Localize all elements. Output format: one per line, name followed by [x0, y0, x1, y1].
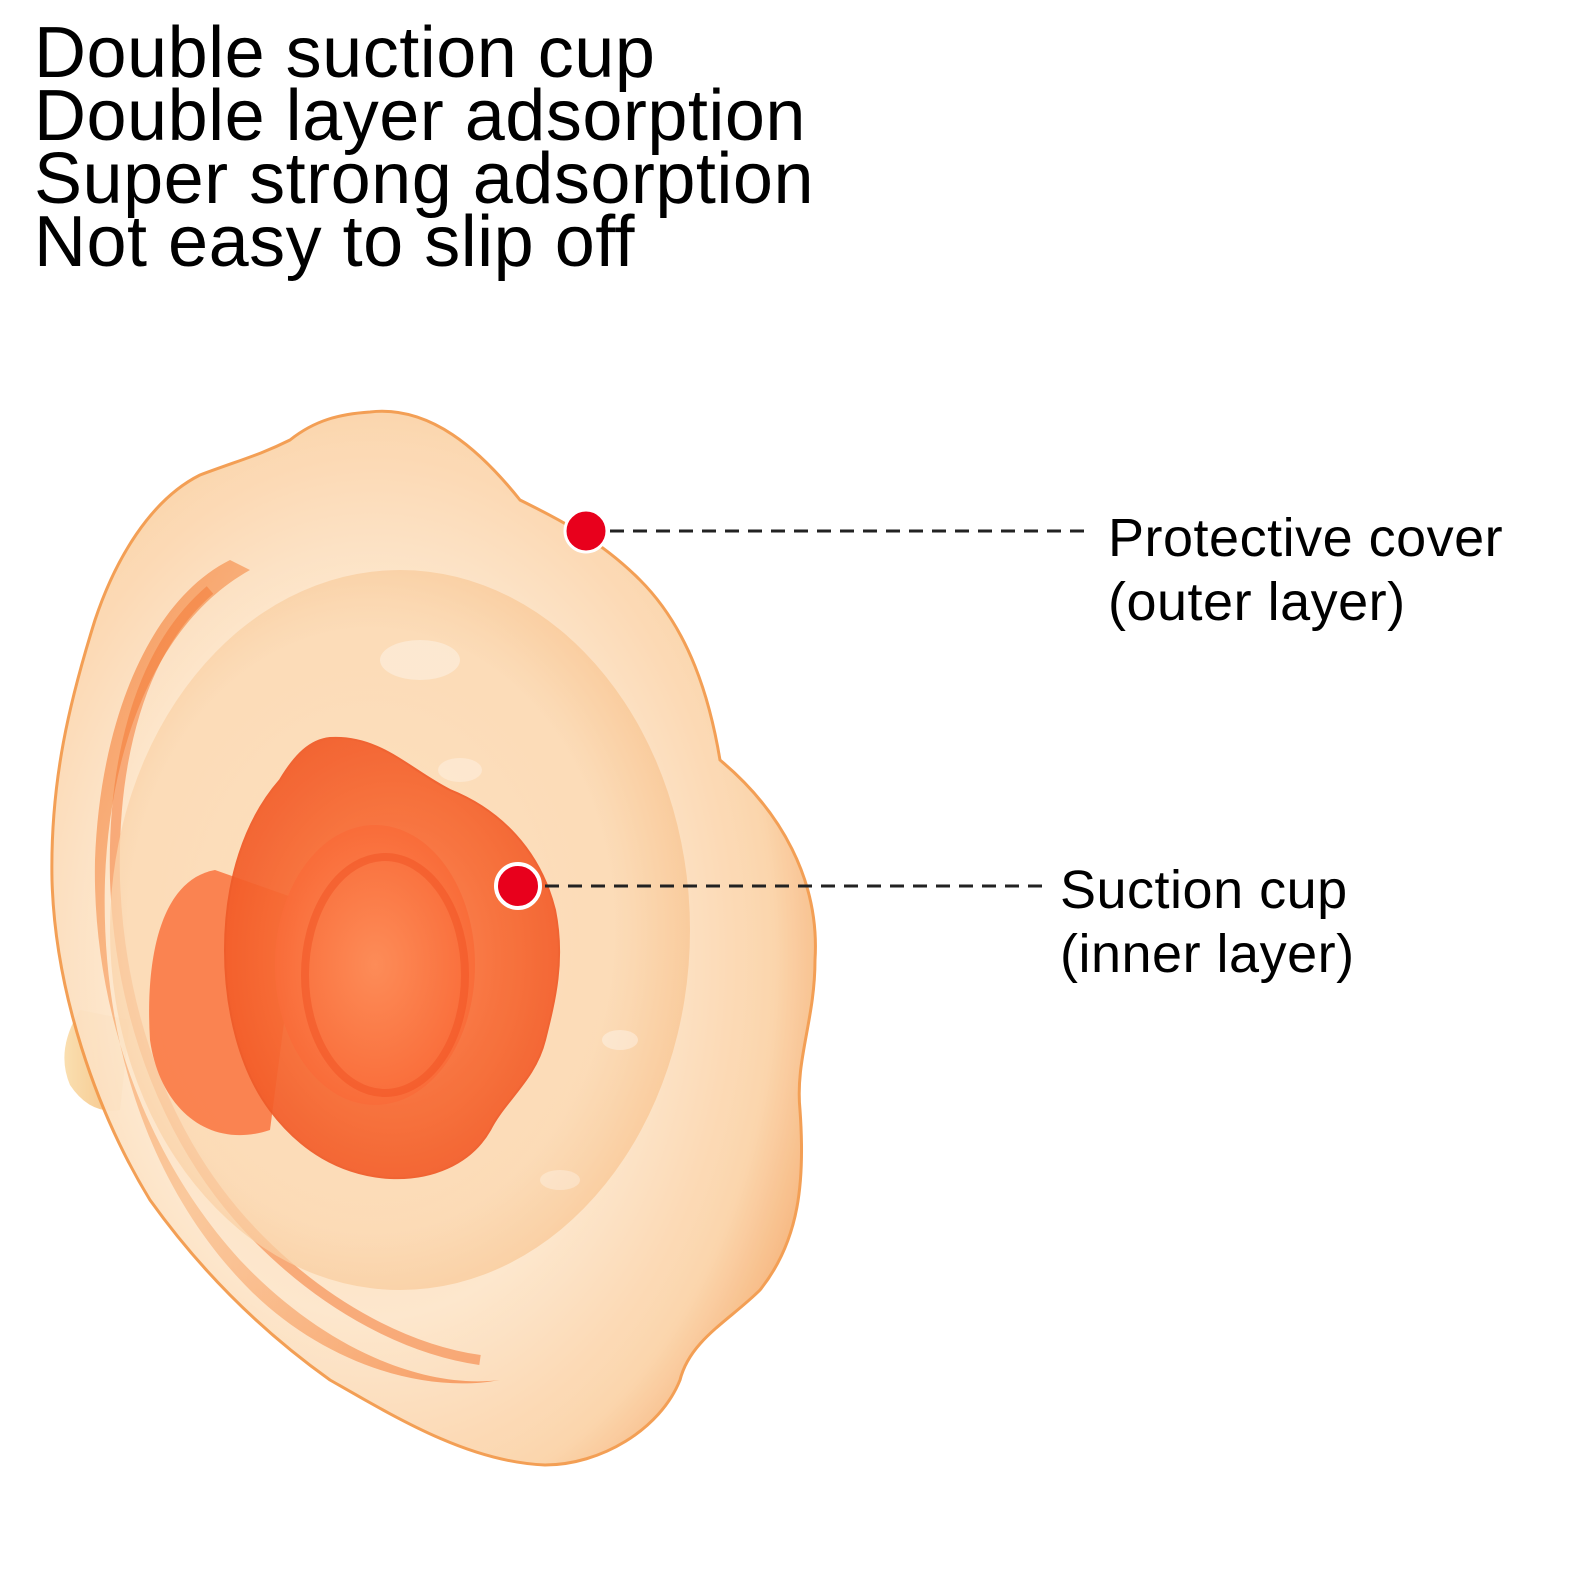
headline-line-4: Not easy to slip off	[34, 202, 635, 282]
inner-marker-dot	[494, 862, 542, 910]
outer-marker-dot	[563, 508, 609, 554]
headline-line-2: Double layer adsorption	[34, 76, 806, 156]
callout-inner-label: Suction cup (inner layer)	[1060, 858, 1355, 986]
callout-outer-pointer	[563, 508, 1092, 554]
callout-outer-title: Protective cover	[1108, 508, 1504, 568]
callout-outer-label: Protective cover (outer layer)	[1108, 506, 1503, 634]
inner-suction-cup	[149, 736, 561, 1180]
headline-line-1: Double suction cup	[34, 13, 656, 93]
callout-inner-pointer	[494, 862, 1045, 910]
headline: Double suction cup Double layer adsorpti…	[34, 13, 814, 282]
headline-line-3: Super strong adsorption	[34, 139, 814, 219]
callout-inner-subtitle: (inner layer)	[1060, 924, 1355, 984]
callout-inner-title: Suction cup	[1060, 860, 1348, 920]
callout-outer-subtitle: (outer layer)	[1108, 572, 1406, 632]
